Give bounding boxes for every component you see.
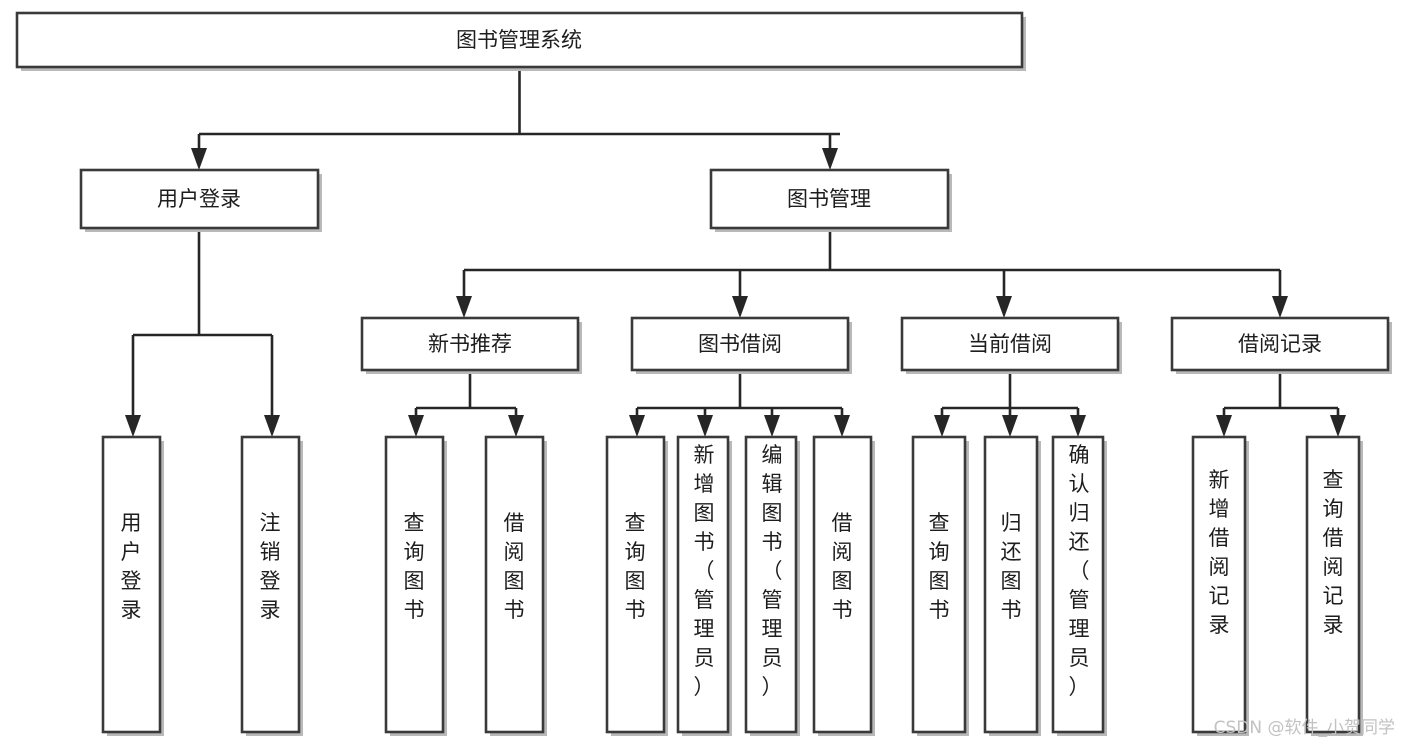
node-borrow-record-box[interactable]	[1170, 316, 1390, 372]
node-book-borrow-box[interactable]	[630, 316, 850, 372]
node-new-book-recommend-label: 新书推荐	[428, 332, 512, 356]
node-leaf-query-record-box[interactable]	[1305, 435, 1361, 734]
arrow-new-book-recommend	[456, 296, 472, 318]
arrow-leaf-query-record	[1330, 415, 1346, 437]
arrow-leaf-add-record	[1216, 415, 1232, 437]
node-current-borrow-label: 当前借阅	[968, 332, 1052, 356]
node-leaf-confirm-return-box[interactable]	[1051, 435, 1105, 734]
arrow-leaf-edit-book	[764, 415, 780, 437]
node-leaf-add-book-label: 新增图书（管理员）	[694, 443, 715, 699]
arrow-leaf-user-login	[125, 415, 141, 437]
arrow-leaf-borrow-book-1	[508, 415, 524, 437]
arrow-user-login	[191, 148, 207, 170]
node-leaf-edit-book-label: 编辑图书（管理员）	[762, 443, 783, 699]
arrow-leaf-query-book-1	[408, 415, 424, 437]
arrow-borrow-record	[1272, 296, 1288, 318]
arrow-leaf-query-book-3	[934, 415, 950, 437]
node-leaf-borrow-book-1-label: 借阅图书	[504, 511, 525, 622]
node-leaf-query-book-1-label: 查询图书	[404, 511, 425, 622]
node-leaf-query-book-3-box[interactable]	[911, 435, 967, 734]
node-book-manage-label: 图书管理	[787, 187, 871, 211]
arrow-leaf-return-book	[1002, 415, 1018, 437]
node-borrow-record-label: 借阅记录	[1238, 332, 1322, 356]
node-book-manage-box[interactable]	[709, 168, 950, 230]
node-current-borrow[interactable]: 当前借阅	[900, 316, 1122, 374]
arrow-current-borrow	[996, 296, 1012, 318]
node-leaf-return-book-box[interactable]	[983, 435, 1039, 734]
node-leaf-user-logout-box[interactable]	[240, 435, 301, 734]
node-leaf-user-logout[interactable]: 注销登录	[240, 435, 303, 736]
arrow-book-borrow	[732, 296, 748, 318]
node-leaf-borrow-book-2-box[interactable]	[812, 435, 873, 734]
arrow-leaf-confirm-return	[1070, 415, 1086, 437]
node-leaf-user-login-box[interactable]	[101, 435, 162, 734]
connector-layer	[125, 67, 1346, 437]
node-user-login-box[interactable]	[79, 168, 320, 230]
arrow-leaf-borrow-book-2	[834, 415, 850, 437]
arrow-leaf-query-book-2	[629, 415, 645, 437]
node-new-book-recommend-box[interactable]	[360, 316, 580, 372]
node-leaf-query-book-1[interactable]: 查询图书	[384, 435, 447, 736]
node-leaf-add-record-label: 新增借阅记录	[1209, 468, 1230, 637]
node-leaf-query-book-2-label: 查询图书	[625, 511, 646, 622]
node-current-borrow-box[interactable]	[900, 316, 1120, 372]
node-leaf-edit-book[interactable]: 编辑图书（管理员）	[744, 435, 800, 736]
node-book-borrow[interactable]: 图书借阅	[630, 316, 852, 374]
node-leaf-borrow-book-2-label: 借阅图书	[832, 511, 853, 622]
node-root-label: 图书管理系统	[456, 28, 582, 52]
node-leaf-query-record[interactable]: 查询借阅记录	[1305, 435, 1363, 736]
node-leaf-add-record-box[interactable]	[1191, 435, 1247, 734]
node-leaf-confirm-return-label: 确认归还（管理员）	[1069, 443, 1090, 699]
node-leaf-borrow-book-1[interactable]: 借阅图书	[484, 435, 547, 736]
node-leaf-borrow-book-2[interactable]: 借阅图书	[812, 435, 875, 736]
arrow-leaf-user-logout	[264, 415, 280, 437]
node-leaf-add-book-box[interactable]	[676, 435, 730, 734]
node-leaf-add-record[interactable]: 新增借阅记录	[1191, 435, 1249, 736]
node-leaf-user-login-label: 用户登录	[121, 511, 142, 622]
node-leaf-confirm-return[interactable]: 确认归还（管理员）	[1051, 435, 1107, 736]
node-leaf-borrow-book-1-box[interactable]	[484, 435, 545, 734]
node-leaf-query-book-1-box[interactable]	[384, 435, 445, 734]
node-book-borrow-label: 图书借阅	[698, 332, 782, 356]
node-leaf-query-book-2[interactable]: 查询图书	[605, 435, 668, 736]
node-user-login[interactable]: 用户登录	[79, 168, 322, 232]
arrow-book-manage	[822, 148, 838, 170]
node-leaf-return-book-label: 归还图书	[1001, 511, 1022, 622]
node-leaf-edit-book-box[interactable]	[744, 435, 798, 734]
node-leaf-return-book[interactable]: 归还图书	[983, 435, 1041, 736]
node-leaf-user-login[interactable]: 用户登录	[101, 435, 164, 736]
node-leaf-query-book-3[interactable]: 查询图书	[911, 435, 969, 736]
arrow-leaf-add-book	[697, 415, 713, 437]
node-leaf-add-book[interactable]: 新增图书（管理员）	[676, 435, 732, 736]
node-leaf-user-logout-label: 注销登录	[260, 511, 281, 622]
node-leaf-query-book-3-label: 查询图书	[929, 511, 950, 622]
node-root-box[interactable]	[15, 11, 1024, 69]
csdn-watermark: CSDN @软件_小贺同学	[1214, 718, 1395, 738]
node-borrow-record[interactable]: 借阅记录	[1170, 316, 1392, 374]
node-leaf-query-book-2-box[interactable]	[605, 435, 666, 734]
node-new-book-recommend[interactable]: 新书推荐	[360, 316, 582, 374]
node-leaf-query-record-label: 查询借阅记录	[1323, 468, 1344, 637]
node-user-login-label: 用户登录	[157, 187, 241, 211]
node-book-manage[interactable]: 图书管理	[709, 168, 952, 232]
node-root[interactable]: 图书管理系统	[15, 11, 1026, 71]
